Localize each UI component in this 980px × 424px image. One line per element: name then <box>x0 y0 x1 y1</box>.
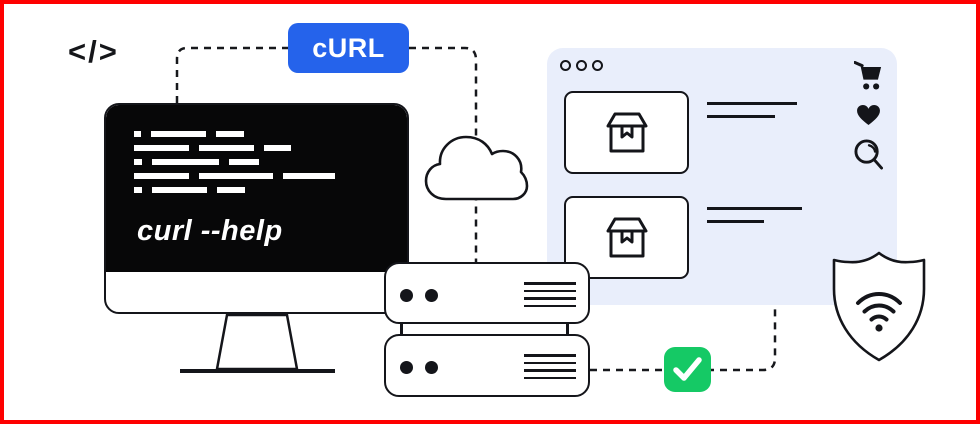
connector-badge-to-monitor <box>175 46 289 103</box>
product-text-lines <box>707 102 797 128</box>
server-pin <box>566 320 569 336</box>
terminal-command: curl --help <box>137 215 283 247</box>
shield-wifi-icon <box>832 251 926 362</box>
curl-badge: cURL <box>288 23 409 73</box>
server-unit-2 <box>384 334 590 397</box>
code-icon: </> <box>68 34 119 69</box>
dashed-connectors <box>175 46 777 372</box>
server-led <box>400 289 413 302</box>
server-vents <box>524 354 576 384</box>
wifi-icon <box>856 292 902 322</box>
search-icon <box>853 139 883 170</box>
package-icon <box>606 217 647 257</box>
monitor: curl --help <box>104 103 409 314</box>
package-icon <box>606 112 647 152</box>
server-led <box>425 361 438 374</box>
check-icon <box>673 357 702 381</box>
server-led <box>400 361 413 374</box>
monitor-stand <box>180 313 335 373</box>
product-card-1 <box>564 91 689 174</box>
window-dot <box>560 60 571 71</box>
window-dot <box>592 60 603 71</box>
server-pin <box>400 320 403 336</box>
server-unit-1 <box>384 262 590 324</box>
window-controls <box>560 60 603 71</box>
shop-action-icons <box>852 61 884 170</box>
heart-icon <box>856 105 880 126</box>
check-badge <box>664 347 711 392</box>
window-dot <box>576 60 587 71</box>
terminal-code-lines <box>134 131 335 201</box>
product-text-lines <box>707 207 802 233</box>
product-card-2 <box>564 196 689 279</box>
curl-badge-label: cURL <box>312 32 385 63</box>
server-led <box>425 289 438 302</box>
cart-icon <box>854 61 882 90</box>
server-vents <box>524 282 576 312</box>
terminal-screen: curl --help <box>106 105 407 272</box>
cloud-icon <box>424 135 529 201</box>
connector-server-to-browser <box>590 305 777 372</box>
connector-badge-to-server <box>409 46 478 262</box>
